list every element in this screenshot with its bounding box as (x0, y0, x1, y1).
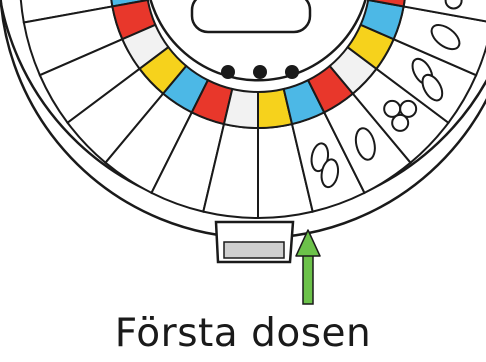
hub-dot (285, 65, 299, 79)
hub-slot (192, 0, 310, 32)
hub-dot (221, 65, 235, 79)
hub-dot (253, 65, 267, 79)
pill (392, 115, 408, 131)
up-arrow-icon (296, 230, 320, 304)
arrow-shaft (303, 252, 313, 304)
window-opening (224, 242, 284, 258)
first-dose-label: Första dosen (0, 314, 486, 353)
dose-window (216, 222, 293, 262)
pill (446, 0, 462, 8)
